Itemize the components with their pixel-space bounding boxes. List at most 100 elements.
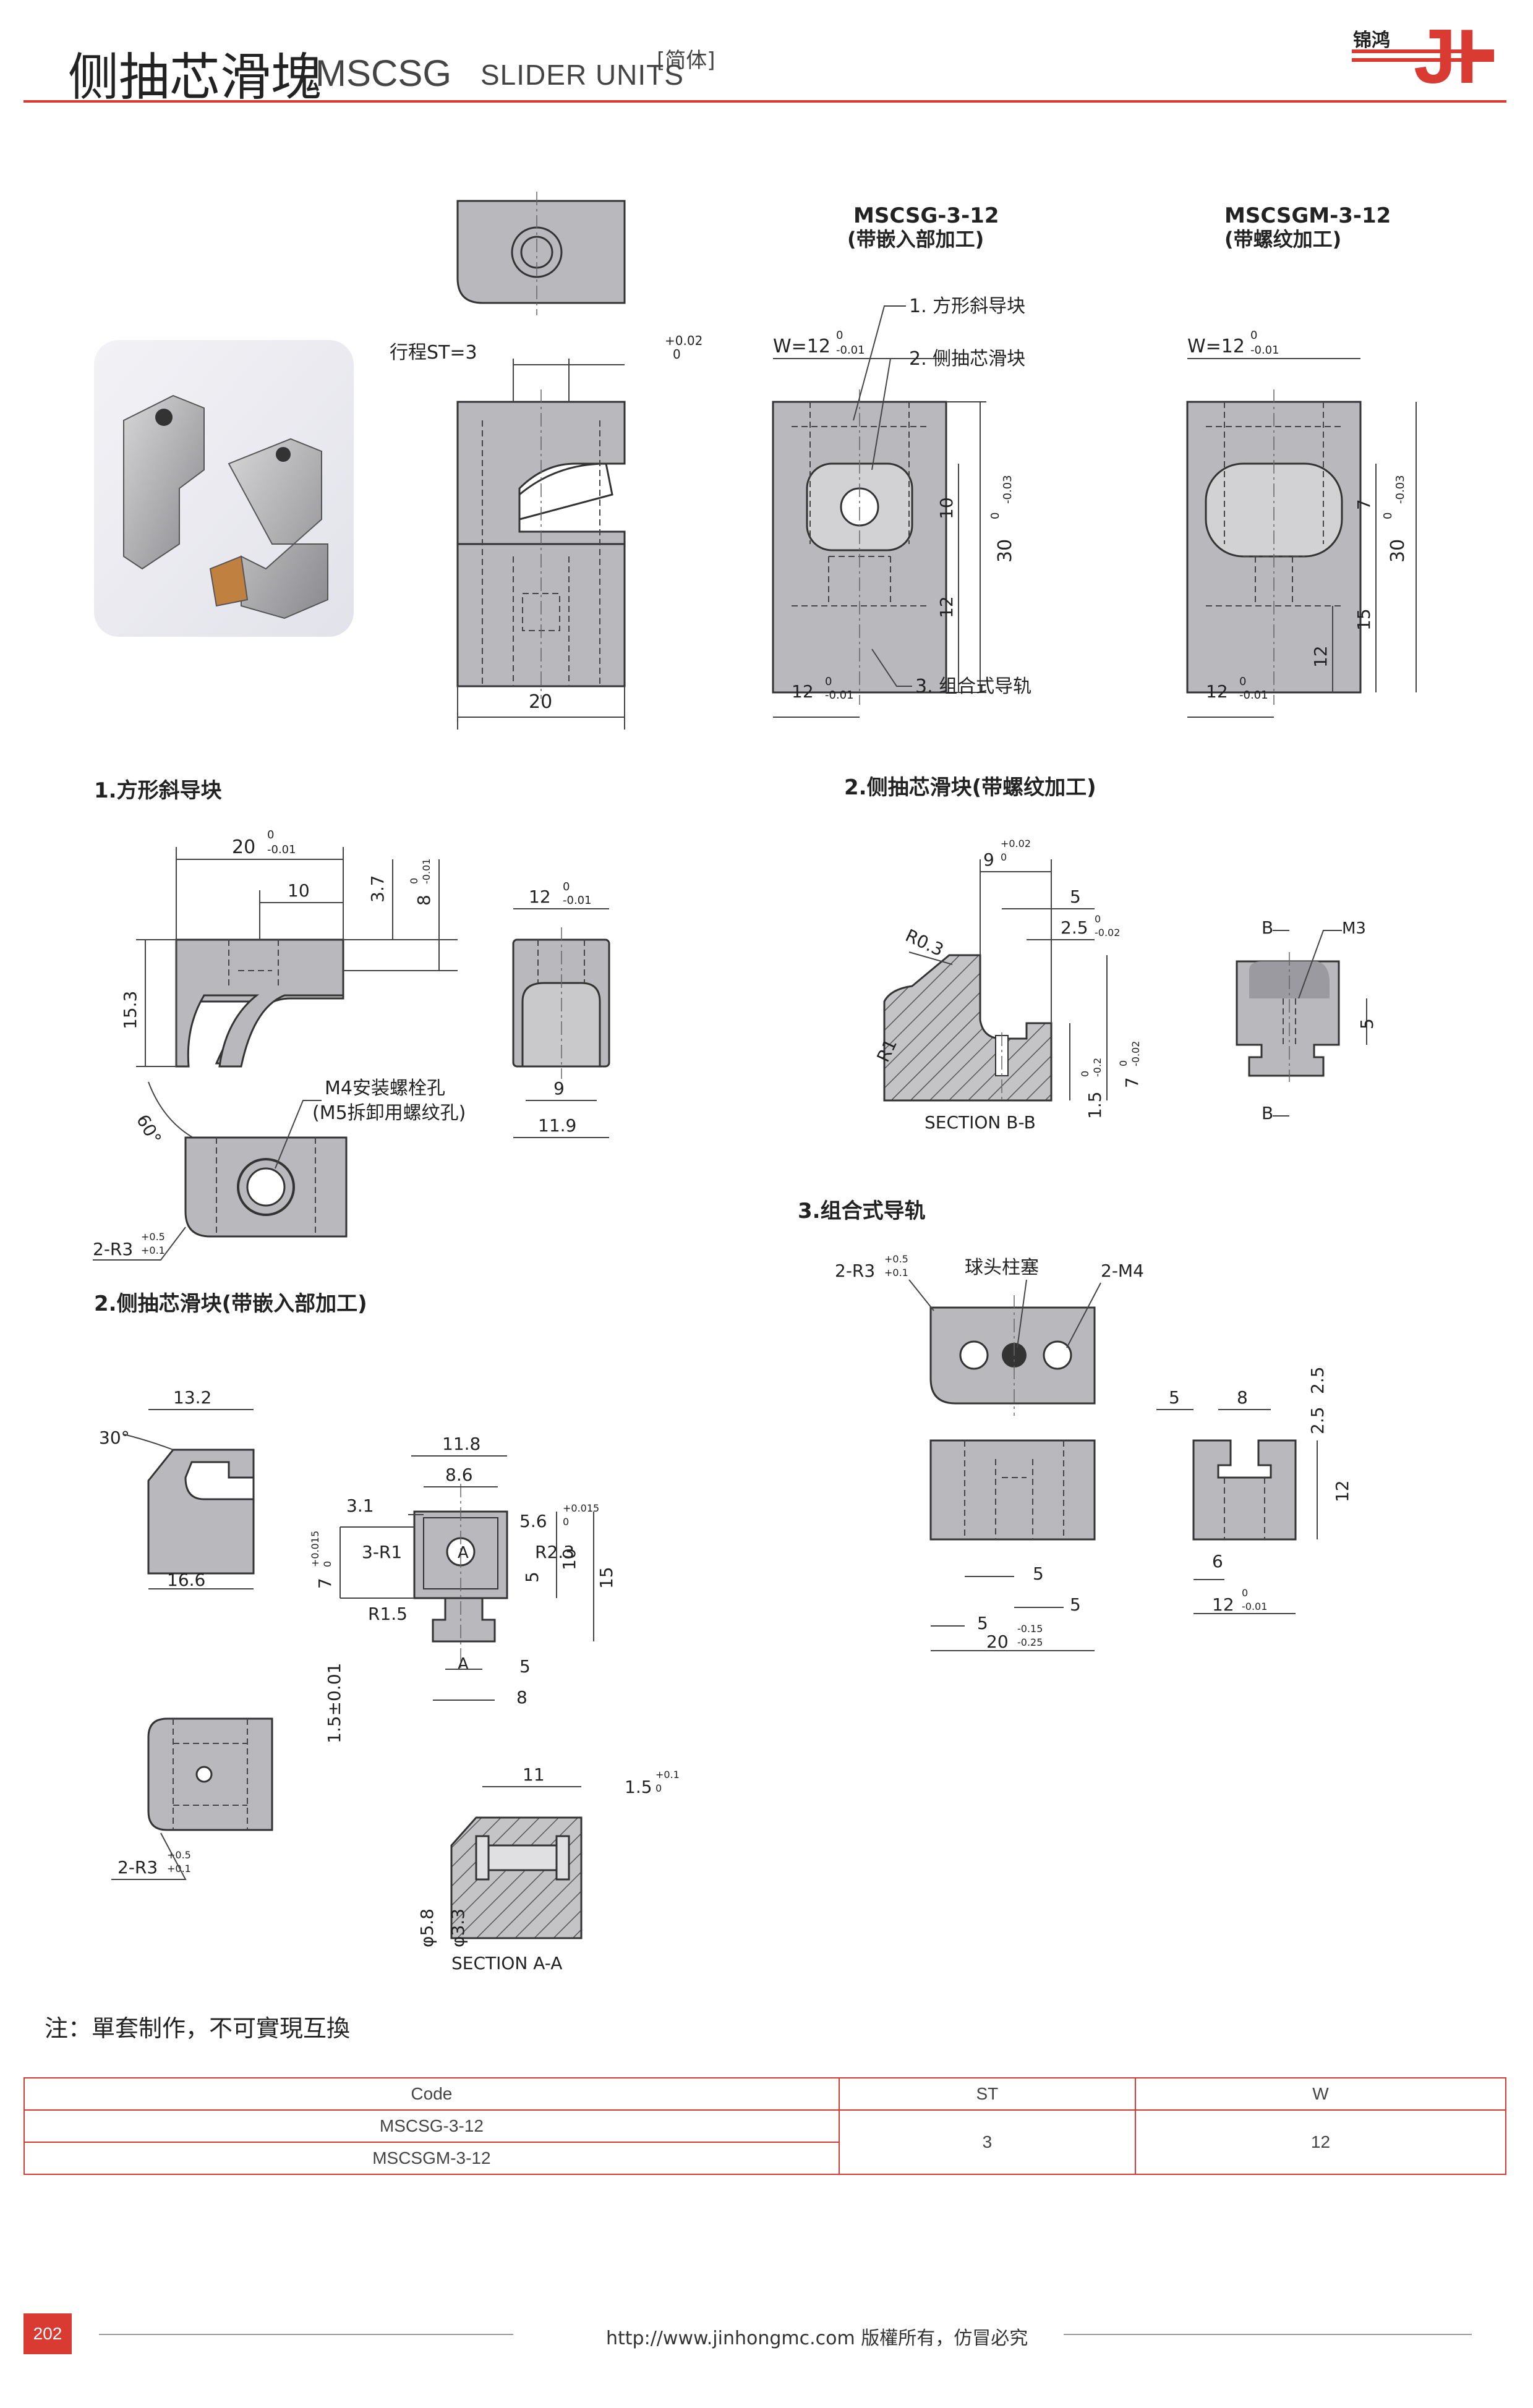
mscsg-view: MSCSG-3-12 (带嵌入部加工) W=12 0 -0.01 30 0 -0… (772, 203, 1031, 718)
svg-text:W=12: W=12 (773, 336, 831, 357)
svg-text:16.6: 16.6 (167, 1570, 205, 1590)
svg-text:0: 0 (1095, 913, 1101, 925)
svg-text:φ3.3: φ3.3 (448, 1908, 468, 1947)
svg-text:+0.1: +0.1 (141, 1244, 165, 1256)
svg-text:0: 0 (563, 880, 570, 893)
svg-text:R1.5: R1.5 (368, 1604, 408, 1624)
svg-text:60°: 60° (132, 1111, 165, 1147)
note-text: 注：單套制作，不可實現互換 (45, 2015, 351, 2042)
svg-text:SECTION A-A: SECTION A-A (451, 1953, 562, 1973)
svg-text:-0.15: -0.15 (1017, 1623, 1043, 1635)
svg-text:-0.25: -0.25 (1017, 1636, 1043, 1648)
svg-text:1.5: 1.5 (1085, 1091, 1105, 1119)
svg-text:0: 0 (989, 513, 1002, 519)
svg-text:9: 9 (983, 849, 994, 870)
svg-text:1. 方形斜导块: 1. 方形斜导块 (909, 296, 1025, 317)
svg-text:(带螺纹加工): (带螺纹加工) (1224, 228, 1341, 251)
svg-text:5: 5 (1357, 1018, 1377, 1029)
svg-text:5: 5 (519, 1656, 531, 1677)
svg-text:12: 12 (936, 596, 957, 618)
svg-text:A: A (458, 1544, 469, 1562)
part2-threaded: 9 +0.02 0 5 2.5 0 -0.02 R0.3 R1 SECTION … (873, 838, 1377, 1133)
svg-text:0: 0 (1250, 329, 1257, 342)
svg-text:20: 20 (529, 691, 552, 713)
svg-text:5: 5 (977, 1613, 988, 1633)
svg-text:-0.01: -0.01 (836, 344, 865, 357)
svg-text:7: 7 (1354, 499, 1374, 510)
svg-text:5: 5 (1033, 1563, 1044, 1584)
svg-text:30°: 30° (99, 1427, 130, 1448)
svg-text:15: 15 (1354, 608, 1374, 631)
overview-front-view: 20 行程ST=3 +0.02 0 (390, 333, 702, 730)
svg-text:0: 0 (1239, 675, 1246, 688)
logo-text: 锦鸿 (1353, 30, 1390, 51)
svg-text:0: 0 (836, 329, 843, 342)
part3-guide-rail: 2-R3 +0.5 +0.1 球头柱塞 2-M4 20 -0.15 -0.25 … (835, 1253, 1352, 1652)
svg-text:-0.01: -0.01 (1239, 689, 1268, 702)
jh-logo: JH (1352, 14, 1494, 91)
svg-text:5: 5 (1070, 1594, 1081, 1615)
svg-text:15.3: 15.3 (120, 991, 140, 1029)
page-subtitle: SLIDER UNITS (480, 59, 684, 91)
svg-text:0: 0 (1117, 1060, 1129, 1066)
svg-text:11.9: 11.9 (538, 1115, 576, 1136)
svg-text:12: 12 (1310, 645, 1331, 668)
table-row: MSCSG-3-12 3 12 (23, 2109, 1507, 2175)
page-title: 侧抽芯滑塊 (68, 48, 322, 107)
svg-text:10: 10 (936, 497, 957, 519)
section-title-2e: 2.侧抽芯滑块(带嵌入部加工) (94, 1291, 367, 1316)
svg-text:-0.03: -0.03 (1001, 475, 1014, 504)
svg-text:5.6: 5.6 (519, 1511, 547, 1531)
svg-text:12: 12 (1332, 1480, 1352, 1502)
svg-text:2.5: 2.5 (1307, 1406, 1328, 1434)
svg-text:0: 0 (267, 828, 274, 841)
svg-text:1.5: 1.5 (625, 1777, 652, 1797)
svg-text:11: 11 (523, 1764, 545, 1785)
svg-text:+0.1: +0.1 (884, 1267, 908, 1278)
svg-text:7: 7 (1122, 1077, 1142, 1088)
svg-text:0: 0 (655, 1782, 662, 1794)
svg-text:行程ST=3: 行程ST=3 (390, 342, 477, 364)
svg-text:12: 12 (1212, 1594, 1234, 1615)
code-cell: MSCSG-3-12 (23, 2109, 840, 2143)
svg-text:2. 侧抽芯滑块: 2. 侧抽芯滑块 (909, 348, 1025, 370)
svg-text:0: 0 (408, 878, 420, 884)
svg-text:+0.5: +0.5 (141, 1231, 165, 1243)
svg-text:A: A (458, 1655, 469, 1674)
svg-text:0: 0 (1381, 513, 1394, 519)
svg-text:15: 15 (596, 1567, 617, 1589)
svg-text:+0.5: +0.5 (167, 1849, 191, 1861)
col-st-header: ST (838, 2077, 1136, 2111)
svg-text:R0.3: R0.3 (902, 925, 947, 960)
svg-text:11.8: 11.8 (442, 1434, 480, 1454)
svg-text:-0.01: -0.01 (1250, 344, 1279, 357)
svg-text:2-R3: 2-R3 (93, 1239, 133, 1259)
svg-text:B: B (1262, 917, 1273, 938)
svg-text:0: 0 (1242, 1587, 1248, 1599)
svg-text:+0.015: +0.015 (563, 1502, 599, 1514)
footer-rule-left (99, 2334, 513, 2335)
svg-text:10: 10 (288, 880, 310, 901)
section-title-3: 3.组合式导轨 (798, 1199, 926, 1223)
svg-text:MSCSG-3-12: MSCSG-3-12 (853, 203, 999, 228)
svg-text:+0.02: +0.02 (1001, 838, 1031, 849)
svg-text:-0.01: -0.01 (421, 859, 432, 884)
overview-top-view (456, 192, 626, 315)
svg-text:8: 8 (414, 895, 434, 906)
svg-text:+0.015: +0.015 (309, 1531, 321, 1567)
svg-text:20: 20 (986, 1632, 1009, 1652)
svg-text:6: 6 (1212, 1551, 1223, 1572)
svg-text:-0.01: -0.01 (563, 894, 592, 907)
svg-text:-0.02: -0.02 (1095, 927, 1120, 938)
svg-text:30: 30 (1387, 539, 1409, 563)
svg-text:0: 0 (322, 1561, 333, 1567)
language-tag: [简体] (657, 48, 715, 73)
svg-text:球头柱塞: 球头柱塞 (965, 1257, 1039, 1278)
logo-mark: JH (1414, 14, 1494, 91)
svg-text:30: 30 (994, 539, 1016, 563)
technical-drawing: 20 行程ST=3 +0.02 0 MSCSG-3-12 (带嵌入部加工) W=… (93, 192, 1417, 1973)
section-title-2m: 2.侧抽芯滑块(带螺纹加工) (844, 775, 1096, 800)
svg-text:20: 20 (232, 836, 255, 858)
svg-text:0: 0 (825, 675, 832, 688)
svg-text:8: 8 (1237, 1387, 1248, 1408)
